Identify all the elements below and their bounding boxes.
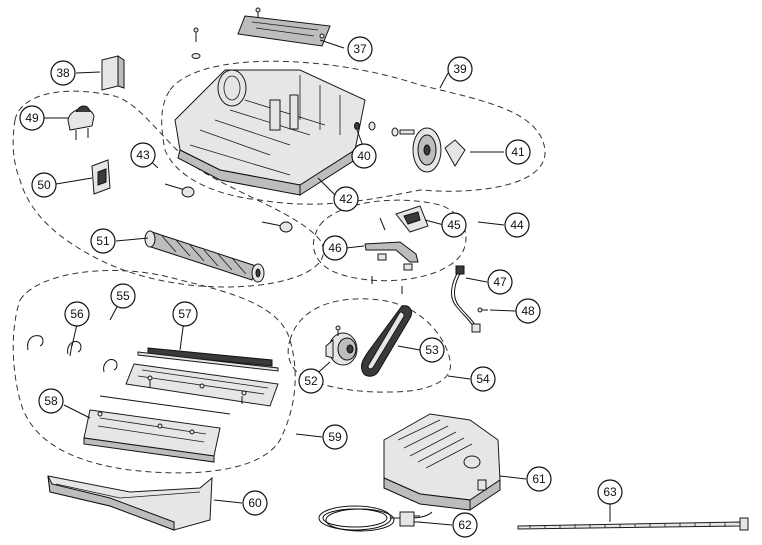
group-outline-upper-assembly	[12, 90, 324, 288]
clip-part	[67, 105, 95, 140]
callout-39-label: 39	[453, 62, 467, 76]
callout-59: 59	[322, 424, 348, 450]
callout-57: 57	[172, 301, 198, 327]
callout-42: 42	[333, 186, 359, 212]
callout-55-label: 55	[116, 289, 130, 303]
callout-37-label: 37	[353, 42, 367, 56]
small-screw	[477, 307, 488, 313]
callout-38: 38	[50, 60, 76, 86]
callout-44-label: 44	[510, 218, 524, 232]
power-cord	[318, 505, 433, 532]
group-outline-44	[312, 199, 467, 282]
callout-48-label: 48	[521, 304, 535, 318]
callout-57-label: 57	[178, 307, 192, 321]
brush-roll	[144, 230, 265, 283]
callout-60: 60	[242, 490, 268, 516]
screw	[191, 27, 201, 59]
callout-40: 40	[351, 143, 377, 169]
callout-53-label: 53	[425, 343, 439, 357]
bracket-part	[101, 55, 125, 91]
callout-40-label: 40	[357, 149, 371, 163]
callout-62-label: 62	[458, 518, 472, 532]
callout-59-label: 59	[328, 430, 342, 444]
callout-56: 56	[64, 301, 90, 327]
callout-63: 63	[597, 479, 623, 505]
group-outline-55-59	[12, 269, 296, 474]
motor-pulley	[325, 325, 358, 366]
callout-61-label: 61	[532, 472, 546, 486]
callout-46-label: 46	[328, 241, 342, 255]
group-outline-54	[287, 298, 452, 393]
nozzle-plate	[125, 363, 279, 407]
callout-61: 61	[526, 466, 552, 492]
spring-clip-56	[67, 341, 82, 357]
callout-50-label: 50	[37, 178, 51, 192]
pedal-lever	[379, 205, 429, 233]
cable-tie	[517, 517, 749, 531]
callout-63-label: 63	[603, 485, 617, 499]
callout-42-label: 42	[339, 192, 353, 206]
linkage-rod	[364, 241, 419, 294]
callout-45-label: 45	[447, 218, 461, 232]
base-plate	[83, 409, 221, 463]
callout-45: 45	[441, 212, 467, 238]
callout-51: 51	[90, 228, 116, 254]
main-chassis	[174, 69, 366, 196]
spring-clip-right	[103, 359, 118, 373]
switch-housing	[91, 159, 111, 195]
callout-49: 49	[19, 105, 45, 131]
housing	[383, 413, 501, 511]
callout-48: 48	[515, 298, 541, 324]
callout-56-label: 56	[70, 307, 84, 321]
axle-pin-lower	[261, 221, 293, 233]
thin-strip	[99, 395, 231, 415]
callout-38-label: 38	[56, 66, 70, 80]
callout-49-label: 49	[25, 111, 39, 125]
rubber-strip	[137, 347, 279, 372]
callout-51-label: 51	[96, 234, 110, 248]
callout-46: 46	[322, 235, 348, 261]
callout-58: 58	[38, 388, 64, 414]
callout-54-label: 54	[476, 372, 490, 386]
wheel	[412, 127, 466, 173]
callout-58-label: 58	[44, 394, 58, 408]
callout-47-label: 47	[493, 275, 507, 289]
callout-43: 43	[130, 142, 156, 168]
wire-harness	[451, 265, 481, 333]
callout-55: 55	[110, 283, 136, 309]
callout-47: 47	[487, 269, 513, 295]
callout-43-label: 43	[136, 148, 150, 162]
callout-41-label: 41	[511, 145, 525, 159]
callout-37: 37	[347, 36, 373, 62]
pcb-board	[237, 7, 331, 47]
axle-pieces	[354, 121, 415, 137]
callout-52: 52	[298, 368, 324, 394]
bumper	[47, 475, 213, 531]
callout-41: 41	[505, 139, 531, 165]
callout-53: 53	[419, 337, 445, 363]
drive-belt	[361, 305, 413, 377]
callout-50: 50	[31, 172, 57, 198]
callout-60-label: 60	[248, 496, 262, 510]
callout-62: 62	[452, 512, 478, 538]
callout-52-label: 52	[304, 374, 318, 388]
callout-54: 54	[470, 366, 496, 392]
leader-lines	[44, 39, 611, 526]
callout-44: 44	[504, 212, 530, 238]
spring-clip-left	[27, 335, 44, 351]
callout-39: 39	[447, 56, 473, 82]
axle-pin-upper	[164, 183, 195, 198]
